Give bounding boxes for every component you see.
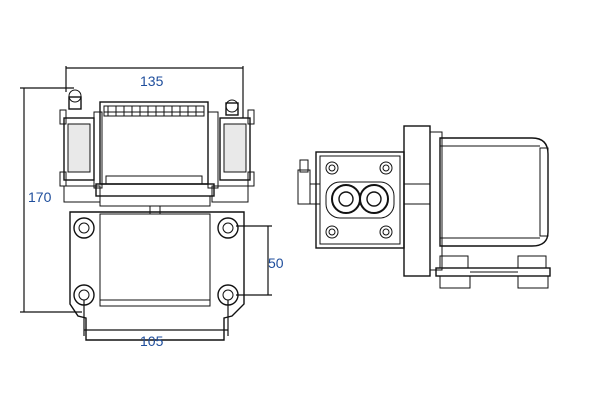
screw-br (379, 225, 393, 239)
mid-plate (95, 183, 215, 197)
pump-head (315, 151, 405, 249)
port-inlet (331, 184, 361, 214)
port-outlet (359, 184, 389, 214)
right-top-nut (225, 102, 239, 116)
dim-bolt-horizontal: 105 (140, 333, 164, 349)
screw-tl (325, 161, 339, 175)
front-view (59, 89, 255, 341)
motor-flange (403, 125, 431, 277)
right-fitting (219, 117, 251, 181)
side-view (297, 125, 551, 289)
dim-width-top: 135 (140, 73, 164, 89)
screw-tr (379, 161, 393, 175)
dim-height-left: 170 (28, 189, 52, 205)
mount-hole-top-left (73, 217, 95, 239)
motor-body (439, 137, 549, 247)
screw-bl (325, 225, 339, 239)
base-bracket (435, 267, 551, 277)
mount-hole-top-right (217, 217, 239, 239)
dim-bolt-vertical: 50 (268, 255, 284, 271)
left-top-nut (68, 96, 82, 110)
dimension-lines (20, 66, 272, 336)
